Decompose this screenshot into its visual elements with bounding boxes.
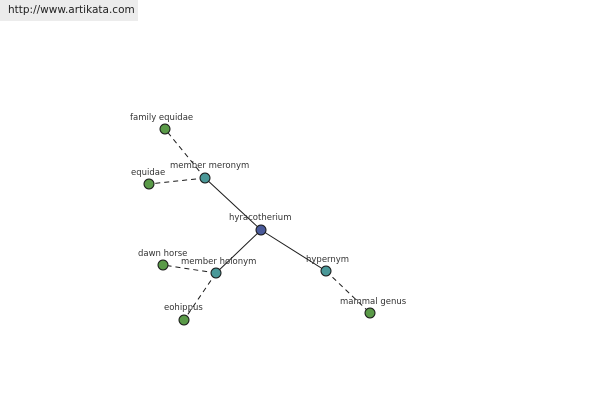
edge-hyracotherium-to-member-holonym xyxy=(215,229,262,274)
site-url-link[interactable]: http://www.artikata.com xyxy=(8,4,135,16)
node-eohippus[interactable]: eohippus xyxy=(164,303,203,326)
node-label-member-meronym[interactable]: member meronym xyxy=(170,161,249,171)
url-bar: http://www.artikata.com xyxy=(0,0,138,21)
node-mammal-genus[interactable]: mammal genus xyxy=(340,297,407,319)
node-label-equidae[interactable]: equidae xyxy=(131,168,165,178)
node-label-member-holonym[interactable]: member holonym xyxy=(181,257,256,267)
node-member-holonym[interactable]: member holonym xyxy=(181,257,256,279)
edges-layer xyxy=(148,128,371,321)
node-label-family-equidae[interactable]: family equidae xyxy=(130,113,193,123)
node-dawn-horse[interactable]: dawn horse xyxy=(138,249,187,271)
node-circle-hypernym[interactable] xyxy=(320,265,332,277)
node-circle-member-holonym[interactable] xyxy=(210,267,222,279)
node-equidae[interactable]: equidae xyxy=(131,168,165,190)
node-label-mammal-genus[interactable]: mammal genus xyxy=(340,297,407,307)
node-member-meronym[interactable]: member meronym xyxy=(170,161,249,184)
node-circle-family-equidae[interactable] xyxy=(159,123,171,135)
node-circle-member-meronym[interactable] xyxy=(199,172,211,184)
edge-hyracotherium-to-member-meronym xyxy=(204,177,262,231)
node-circle-eohippus[interactable] xyxy=(178,314,190,326)
edge-hypernym-to-mammal-genus xyxy=(325,270,371,314)
node-circle-equidae[interactable] xyxy=(143,178,155,190)
node-label-dawn-horse[interactable]: dawn horse xyxy=(138,249,187,259)
edge-member-holonym-to-eohippus xyxy=(183,272,217,321)
node-family-equidae[interactable]: family equidae xyxy=(130,113,193,135)
edge-member-meronym-to-family-equidae xyxy=(164,128,206,179)
node-label-hypernym[interactable]: hypernym xyxy=(306,255,349,265)
edge-member-meronym-to-equidae xyxy=(148,177,206,185)
node-circle-mammal-genus[interactable] xyxy=(364,307,376,319)
node-circle-hyracotherium[interactable] xyxy=(255,224,267,236)
node-hyracotherium[interactable]: hyracotherium xyxy=(229,213,291,236)
node-hypernym[interactable]: hypernym xyxy=(306,255,349,277)
node-label-eohippus[interactable]: eohippus xyxy=(164,303,203,313)
node-circle-dawn-horse[interactable] xyxy=(157,259,169,271)
edge-hyracotherium-to-hypernym xyxy=(260,229,327,272)
nodes-layer: hyracotherium member meronym member holony… xyxy=(130,113,407,326)
node-label-hyracotherium[interactable]: hyracotherium xyxy=(229,213,291,223)
